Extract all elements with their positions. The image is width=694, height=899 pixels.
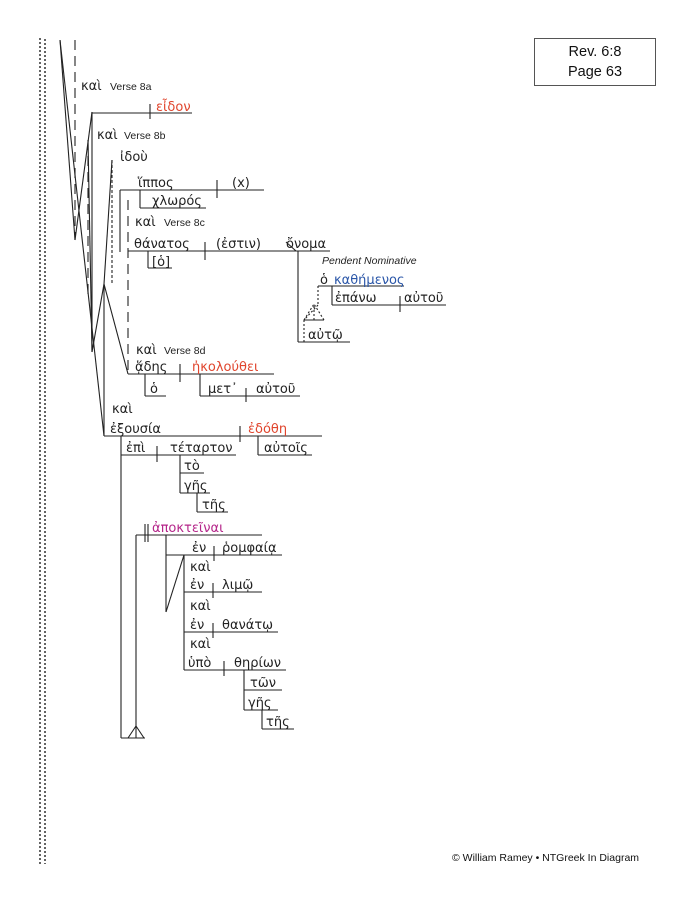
verse-8a-label: Verse 8a [110, 81, 152, 93]
ho-article-kathemenos: ὁ [320, 273, 328, 288]
kathemenos-participle: καθήμενος [334, 273, 405, 288]
kai-verse-8d: καὶ [136, 343, 157, 358]
auto-dative: αὐτῷ [308, 328, 343, 343]
epano-preposition: ἐπάνω [335, 291, 377, 306]
kai-verse-8a: καὶ [81, 79, 102, 94]
eidon-verb: εἶδον [156, 99, 191, 115]
kai-conjunction-1: καὶ [190, 560, 211, 575]
kai-conjunction-2: καὶ [190, 599, 211, 614]
edothe-verb: ἐδόθη [248, 422, 287, 437]
tes-article-1: τῆς [202, 498, 226, 513]
pendent-nominative-label: Pendent Nominative [322, 255, 417, 267]
copyright-footer: © William Ramey • NTGreek In Diagram [452, 852, 640, 864]
hades-subject: ᾅδης [135, 360, 167, 375]
ho-article-2: ὁ [150, 382, 158, 397]
reference-verse: Rev. 6:8 [568, 44, 622, 60]
ges-genitive-2: γῆς [248, 696, 272, 711]
hypo-preposition: ὑπὸ [188, 656, 211, 671]
verse-8c-label: Verse 8c [164, 217, 205, 229]
tes-article-2: τῆς [266, 715, 290, 730]
verse-8d-label: Verse 8d [164, 345, 206, 357]
verse-8b-label: Verse 8b [124, 130, 166, 142]
thanatos-subject: θάνατος [134, 237, 190, 252]
thanato-object: θανάτῳ [222, 618, 273, 633]
exousia-subject: ἐξουσία [110, 422, 161, 437]
kai-verse-8b: καὶ [97, 128, 118, 143]
ho-article-bracketed: [ὁ] [152, 255, 170, 270]
implied-verb: (x) [232, 176, 250, 191]
reference-page: Page 63 [567, 64, 623, 80]
epi-preposition: ἐπὶ [126, 441, 145, 456]
kai-verse-8c: καὶ [135, 215, 156, 230]
kai-main-conjunction: καὶ [112, 402, 133, 417]
estin-verb: (ἐστιν) [216, 237, 261, 252]
to-article: τὸ [184, 459, 200, 474]
onoma-predicate: ὄνομα [286, 237, 326, 252]
limo-object: λιμῷ [222, 578, 253, 593]
chloros-modifier: χλωρός [152, 194, 202, 209]
tetarton-object: τέταρτον [170, 441, 233, 456]
ton-article: τῶν [250, 676, 276, 691]
en-preposition-1: ἐν [192, 541, 206, 556]
apokteinai-infinitive: ἀποκτεῖναι [152, 521, 224, 536]
therion-object: θηρίων [234, 656, 281, 671]
autois-indirect-object: αὐτοῖς [264, 441, 308, 456]
autou-object-2: αὐτοῦ [256, 382, 295, 397]
ekolouthei-verb: ἠκολούθει [192, 360, 258, 375]
en-preposition-3: ἐν [190, 618, 204, 633]
idou-word: ἰδοὺ [120, 150, 148, 165]
autou-object-1: αὐτοῦ [404, 291, 443, 306]
en-preposition-2: ἐν [190, 578, 204, 593]
kai-conjunction-3: καὶ [190, 637, 211, 652]
reference-box: Rev. 6:8 Page 63 [534, 38, 656, 86]
met-preposition: μετ᾽ [208, 382, 238, 397]
romphaia-object: ῥομφαίᾳ [222, 541, 277, 556]
ges-genitive-1: γῆς [184, 479, 208, 494]
hippos-subject: ἵππος [137, 176, 174, 191]
left-border-rail [38, 38, 48, 864]
